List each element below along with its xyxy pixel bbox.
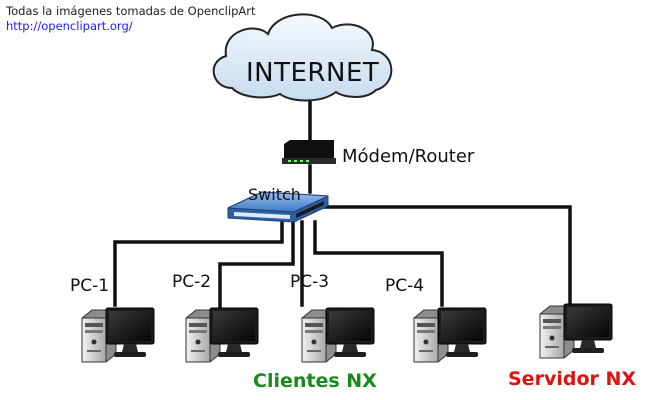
cable-switch-pc1 [113, 220, 284, 307]
switch-label: Switch [248, 185, 301, 204]
credit-link[interactable]: http://openclipart.org/ [6, 19, 133, 33]
cables [113, 94, 572, 314]
credit-block: Todas la imágenes tomadas de OpenclipArt… [6, 4, 255, 34]
computer-icon [81, 307, 155, 363]
computer-icon [301, 307, 375, 363]
internet-label: INTERNET [246, 58, 380, 88]
cloud-icon [212, 13, 393, 102]
cable-switch-pc2 [218, 220, 295, 314]
switch-icon [227, 191, 329, 223]
pc-label: PC-1 [70, 276, 110, 296]
router-label: Módem/Router [342, 146, 475, 167]
clients-group-label: Clientes NX [253, 370, 377, 392]
credit-text: Todas la imágenes tomadas de OpenclipArt [6, 4, 256, 18]
computer-icon [539, 303, 613, 359]
computer-icon [413, 307, 487, 363]
server-group-label: Servidor NX [508, 368, 637, 390]
pc-label: PC-2 [172, 272, 212, 292]
pc-label: PC-3 [290, 272, 330, 292]
cable-switch-pc4 [313, 220, 444, 307]
pc-label: PC-4 [385, 276, 425, 296]
cable-switch-server [320, 205, 572, 305]
router-icon [282, 140, 336, 164]
computer-icon [185, 307, 259, 363]
